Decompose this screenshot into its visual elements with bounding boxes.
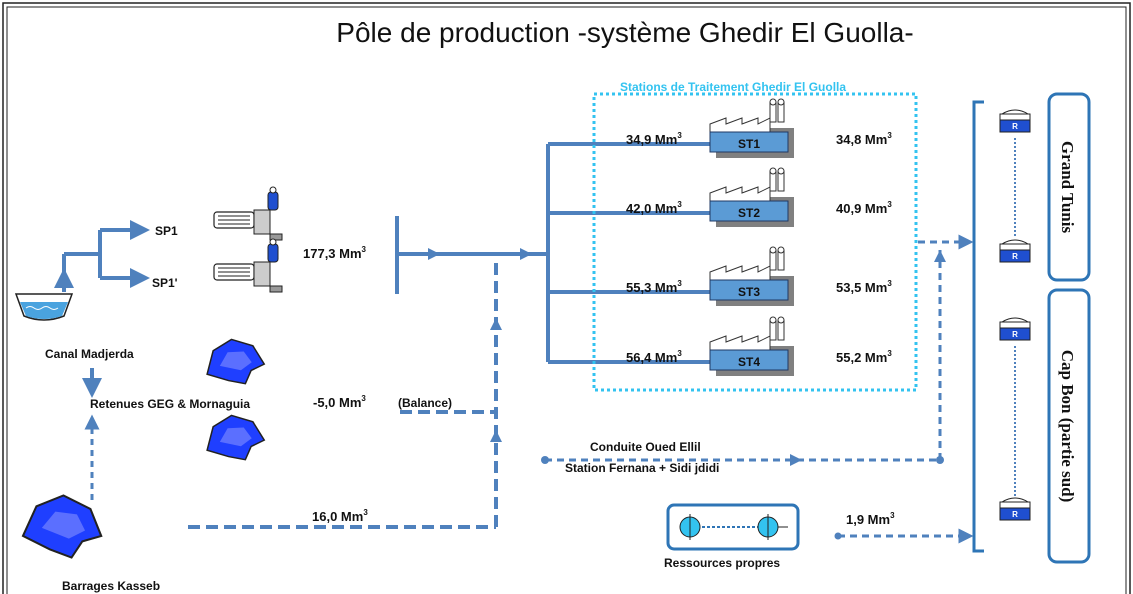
- main-flow-value: 177,3 Mm3: [303, 245, 367, 261]
- canal-label: Canal Madjerda: [45, 347, 134, 361]
- kasseb-lake-icon: [21, 494, 103, 559]
- own-flow-value: 1,9 Mm3: [846, 511, 895, 527]
- riser-arrow-1: [490, 430, 502, 442]
- riser-arrow-2: [490, 318, 502, 330]
- tank-letter: R: [1012, 252, 1018, 261]
- pump1-icon: [213, 186, 283, 241]
- retenue-lake-icon-1: [201, 333, 268, 391]
- cap-bon-label: Cap Bon (partie sud): [1058, 350, 1077, 503]
- main-pipe-arrow: [428, 248, 440, 260]
- balance-label: (Balance): [398, 396, 452, 410]
- tank-letter: R: [1012, 510, 1018, 519]
- station-out-value: 53,5 Mm3: [836, 279, 892, 295]
- tank-letter: R: [1012, 122, 1018, 131]
- canal-split-pipes: [54, 220, 150, 292]
- treatment-box: [592, 92, 918, 392]
- kasseb-label: Barrages Kasseb: [62, 579, 160, 593]
- station-manifold: [546, 142, 710, 364]
- pump1-label: SP1: [155, 224, 178, 238]
- tanks-layer: R R R R: [999, 109, 1031, 521]
- retenue-lake-icon-2: [201, 409, 268, 467]
- tank-letter: R: [1012, 330, 1018, 339]
- station-in-value: 56,4 Mm3: [626, 349, 682, 365]
- station-in-value: 55,3 Mm3: [626, 279, 682, 295]
- station-name: ST2: [738, 206, 760, 220]
- grand-tunis-label: Grand Tunis: [1058, 141, 1077, 234]
- station-name: ST3: [738, 285, 760, 299]
- kasseb-value: 16,0 Mm3: [312, 508, 368, 524]
- station-in-value: 42,0 Mm3: [626, 200, 682, 216]
- conduite-riser-arrow: [934, 250, 946, 262]
- pump2-label: SP1': [152, 276, 178, 290]
- conduite-line2: Station Fernana + Sidi jdidi: [565, 461, 719, 475]
- retenues-label: Retenues GEG & Mornaguia: [90, 397, 250, 411]
- station-name: ST1: [738, 137, 760, 151]
- destination-bracket: [972, 100, 984, 553]
- station-in-value: 34,9 Mm3: [626, 131, 682, 147]
- ressources-label: Ressources propres: [664, 556, 780, 570]
- canal-reservoir-icon: [15, 293, 73, 321]
- station-out-value: 34,8 Mm3: [836, 131, 892, 147]
- page-frame-inner: [6, 6, 1127, 594]
- balance-value: -5,0 Mm3: [313, 394, 366, 410]
- cap-bon-box: [1047, 288, 1091, 564]
- conduite-line1: Conduite Oued Ellil: [590, 440, 701, 454]
- station-out-value: 40,9 Mm3: [836, 200, 892, 216]
- page-title: Pôle de production -système Ghedir El Gu…: [336, 17, 913, 48]
- conduite-arrow: [790, 454, 802, 466]
- station-out-value: 55,2 Mm3: [836, 349, 892, 365]
- treatment-box-title: Stations de Traitement Ghedir El Guolla: [620, 80, 846, 94]
- conduite-end-dot: [936, 456, 944, 464]
- grand-tunis-box: [1047, 92, 1091, 282]
- main-pipe-arrow-2: [520, 248, 532, 260]
- station-name: ST4: [738, 355, 760, 369]
- pump2-icon: [213, 238, 283, 293]
